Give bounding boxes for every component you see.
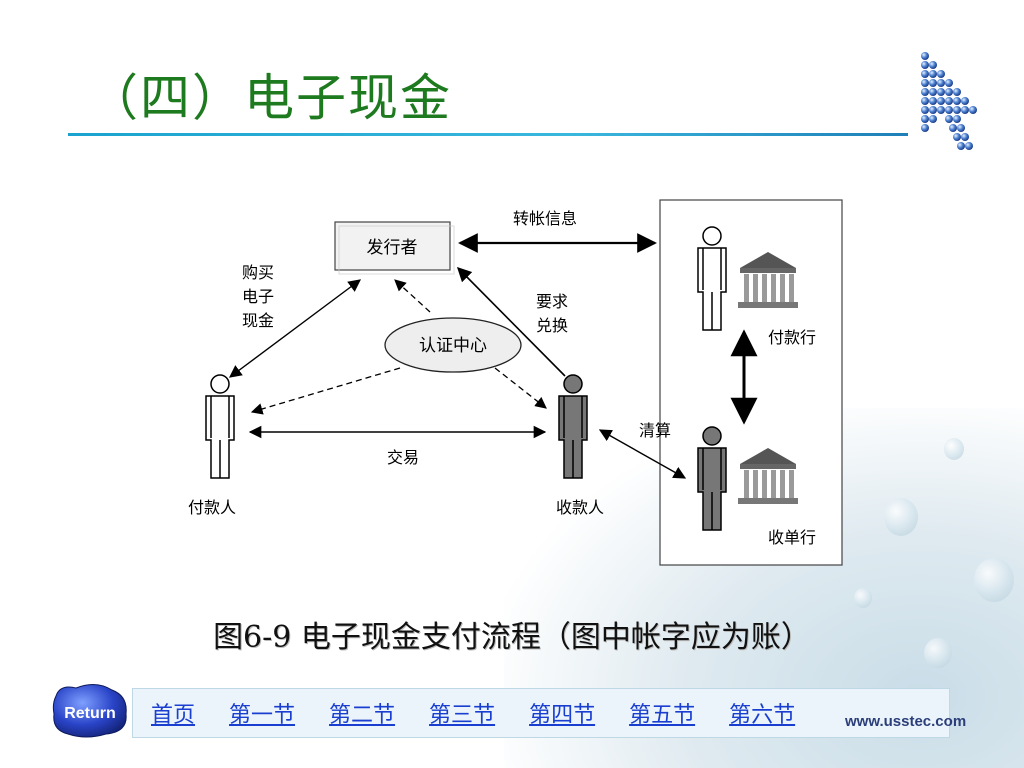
issuer-node: 发行者 — [334, 221, 455, 275]
payee-bank-label: 收单行 — [768, 528, 816, 547]
request-exchange-label-2: 兑换 — [536, 316, 568, 335]
payer-label: 付款人 — [188, 498, 236, 517]
title-underline — [68, 133, 908, 136]
arrow-cert-payer — [250, 367, 401, 415]
issuer-label: 发行者 — [367, 238, 418, 258]
cursor-arrow-icon — [921, 52, 977, 150]
nav-section-6[interactable]: 第六节 — [729, 703, 796, 728]
payee-label: 收款人 — [556, 498, 604, 517]
nav-section-1[interactable]: 第一节 — [229, 703, 296, 728]
payee-figure — [558, 374, 588, 479]
arrow-buy-ecash — [228, 279, 362, 378]
nav-section-3[interactable]: 第三节 — [429, 703, 496, 728]
nav-section-4[interactable]: 第四节 — [529, 703, 596, 728]
ecash-flow-diagram: 发行者 认证中心 付款人 收款人 付款行 收单行 转帐信息 购买 电子 现金 要… — [188, 199, 843, 566]
return-label: Return — [64, 705, 116, 722]
arrow-cert-payee — [494, 367, 547, 409]
arrow-clearing — [598, 429, 687, 479]
transaction-label: 交易 — [387, 448, 419, 467]
nav-section-5[interactable]: 第五节 — [629, 703, 696, 728]
payer-figure — [205, 374, 235, 479]
arrow-request-exchange — [456, 266, 566, 377]
buy-ecash-label-2: 电子 — [242, 287, 274, 306]
bank-container — [659, 199, 843, 566]
nav-home[interactable]: 首页 — [151, 703, 196, 728]
buy-ecash-label-3: 现金 — [242, 311, 274, 330]
nav-section-2[interactable]: 第二节 — [329, 703, 396, 728]
clearing-label: 清算 — [639, 421, 671, 440]
section-navbar: 首页 第一节 第二节 第三节 第四节 第五节 第六节 — [132, 688, 950, 738]
arrow-cert-issuer — [394, 279, 431, 313]
figure-caption: 图6-9 电子现金支付流程（图中帐字应为账） — [213, 620, 811, 655]
return-button[interactable]: Return — [50, 682, 130, 738]
site-watermark: www.usstec.com — [845, 713, 967, 730]
payer-bank-label: 付款行 — [768, 328, 816, 347]
request-exchange-label-1: 要求 — [536, 292, 568, 311]
cert-center-label: 认证中心 — [419, 336, 487, 356]
cert-center-node: 认证中心 — [384, 317, 522, 373]
transfer-info-label: 转帐信息 — [513, 209, 577, 228]
buy-ecash-label-1: 购买 — [242, 263, 274, 282]
page-title: （四）电子现金 — [88, 69, 452, 127]
